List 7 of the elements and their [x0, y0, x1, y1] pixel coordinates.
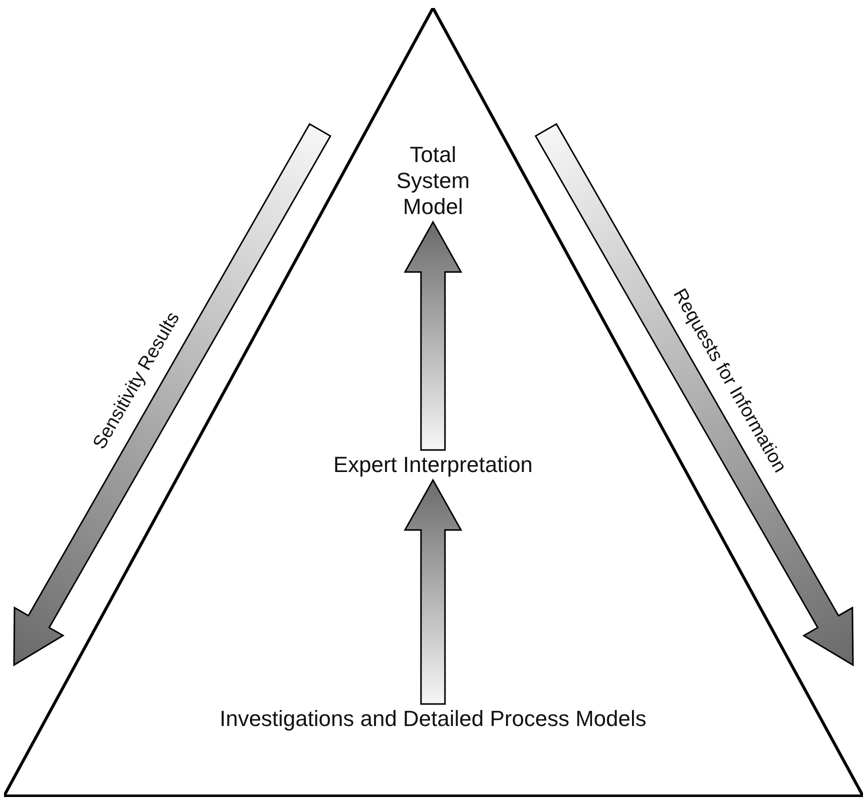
block-arrow	[534, 122, 854, 666]
node-label: Expert Interpretation	[333, 452, 533, 478]
node-label: Investigations and Detailed Process Models	[218, 706, 648, 732]
block-arrow	[404, 478, 462, 705]
block-arrow	[404, 220, 462, 451]
node-label: Total System Model	[395, 142, 471, 220]
block-arrow	[13, 122, 332, 666]
